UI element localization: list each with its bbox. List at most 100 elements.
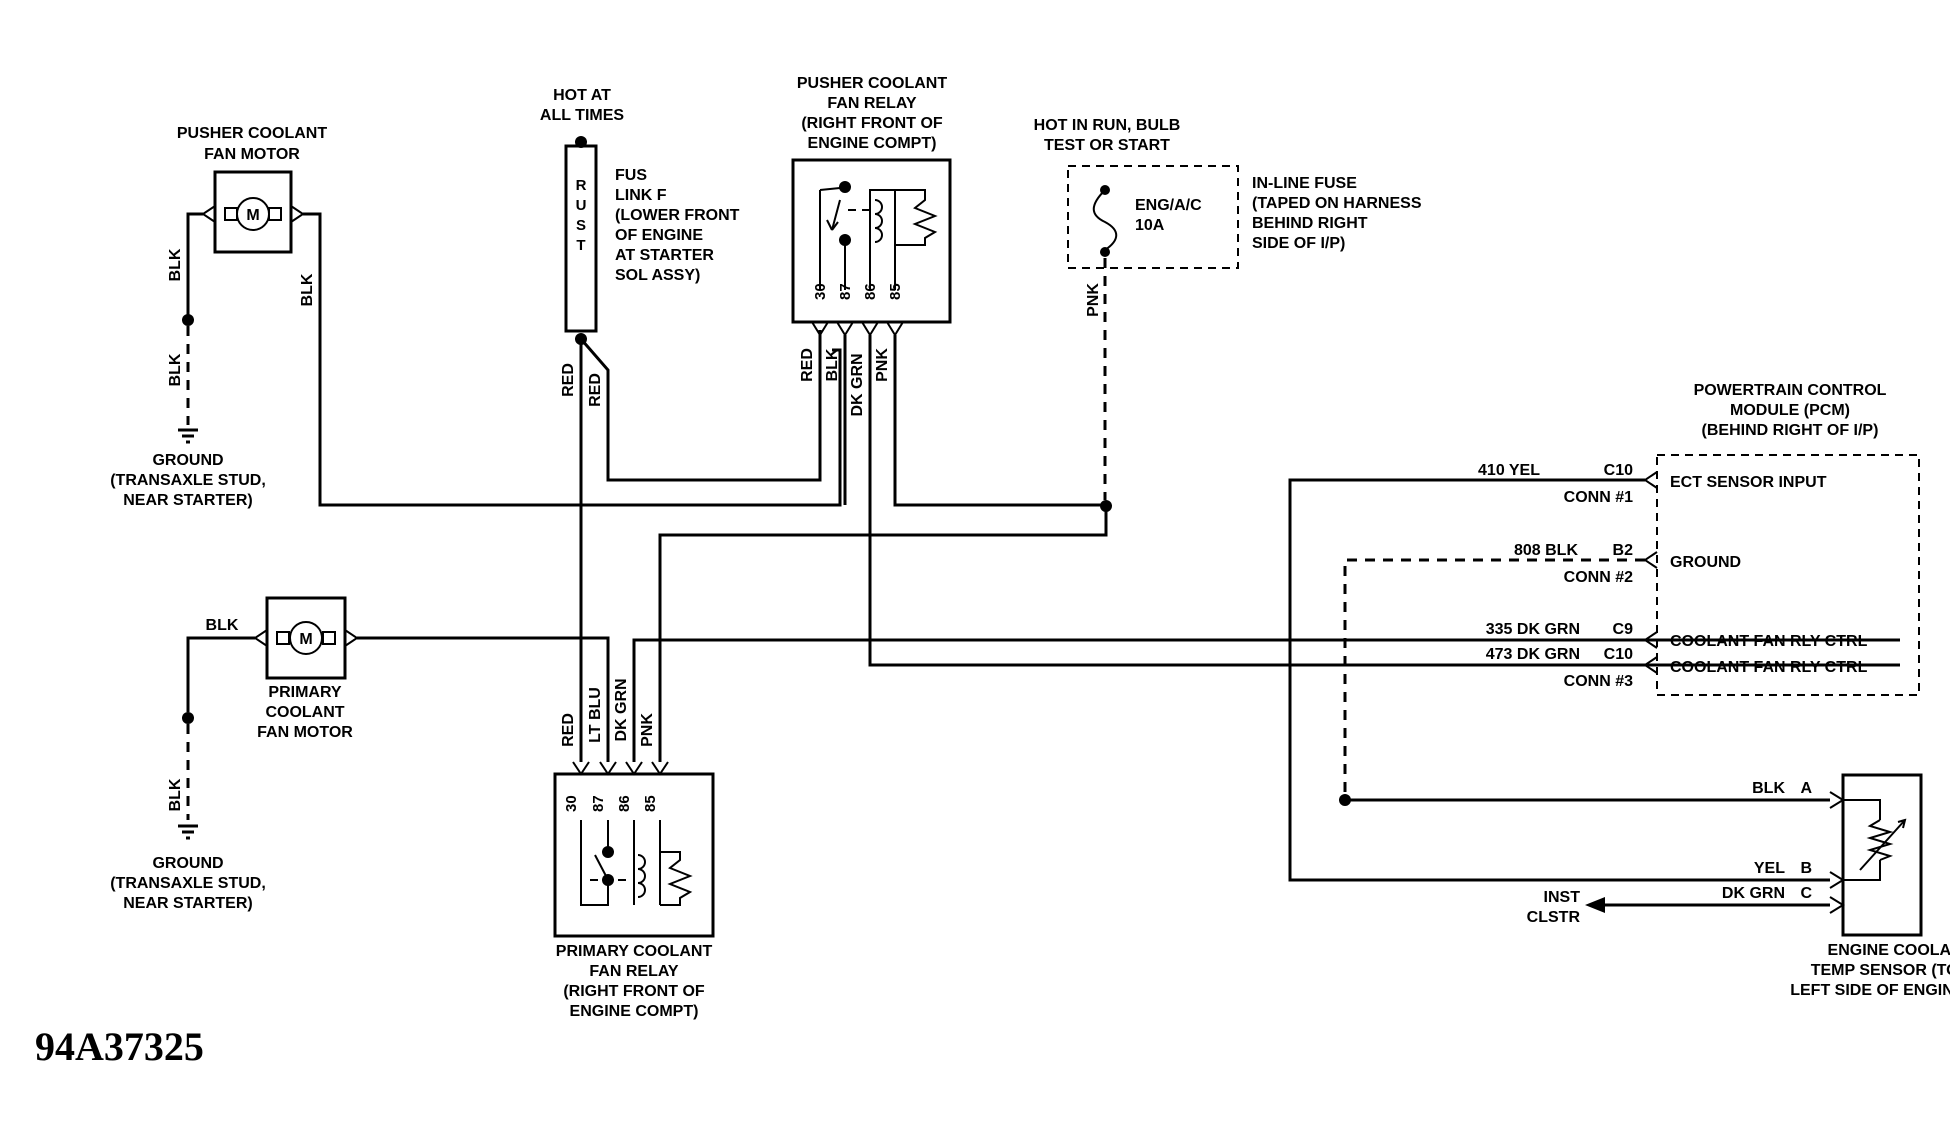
pusher-relay-pin-85: 85 bbox=[887, 283, 904, 300]
inline-fuse-name: ENG/A/C bbox=[1135, 197, 1202, 214]
inline-fuse-label-3: BEHIND RIGHT bbox=[1252, 215, 1368, 232]
pusher-relay-label-1: PUSHER COOLANT bbox=[797, 75, 947, 92]
pcm-box bbox=[1656, 454, 1920, 696]
primary-fan-motor: M PRIMARY COOLANT FAN MOTOR bbox=[253, 596, 359, 741]
ground-bottom-line3: NEAR STARTER) bbox=[123, 895, 252, 912]
inst-cluster-arrow bbox=[1585, 897, 1605, 913]
pcm-ground-blk-wire bbox=[1343, 558, 1645, 800]
conn-label-1: CONN #1 bbox=[1564, 489, 1633, 506]
wire-label-blk-6: BLK bbox=[167, 778, 184, 811]
hot-at-all-times-2: ALL TIMES bbox=[540, 107, 624, 124]
wire-label-red-2: RED bbox=[587, 373, 604, 407]
primary-relay-pin-87: 87 bbox=[590, 795, 607, 812]
hot-in-run-2: TEST OR START bbox=[1044, 137, 1170, 154]
fuslink-label-6: SOL ASSY) bbox=[615, 267, 700, 284]
primary-relay-pin-30: 30 bbox=[563, 795, 580, 812]
wire-label-410-yel: 410 YEL bbox=[1478, 462, 1540, 479]
wire-label-blk-4: BLK bbox=[824, 348, 841, 381]
wire-label-808-blk: 808 BLK bbox=[1514, 542, 1578, 559]
primary-motor-label-1: PRIMARY bbox=[268, 684, 342, 701]
pin-label-c9: C9 bbox=[1613, 621, 1634, 638]
hot-in-run-1: HOT IN RUN, BULB bbox=[1034, 117, 1181, 134]
fuslink-label-2: LINK F bbox=[615, 187, 667, 204]
ground-bottom-label: GROUND (TRANSAXLE STUD, NEAR STARTER) bbox=[110, 855, 266, 912]
wire-label-pnk-3: PNK bbox=[639, 713, 656, 747]
sensor-wire-yel: YEL bbox=[1754, 860, 1785, 877]
ground-top-line1: GROUND bbox=[152, 452, 223, 469]
pcm-label-3: (BEHIND RIGHT OF I/P) bbox=[1702, 422, 1879, 439]
inline-fuse-label-1: IN-LINE FUSE bbox=[1252, 175, 1357, 192]
primary-relay-label-2: FAN RELAY bbox=[589, 963, 679, 980]
splice-dot-gnd-top bbox=[182, 314, 194, 326]
ground-bottom-line2: (TRANSAXLE STUD, bbox=[110, 875, 266, 892]
fuslink-letter-s: S bbox=[576, 217, 586, 234]
pusher-relay-pin-86: 86 bbox=[862, 283, 879, 300]
pusher-fan-motor: PUSHER COOLANT FAN MOTOR M bbox=[177, 125, 327, 254]
ground-top-line3: NEAR STARTER) bbox=[123, 492, 252, 509]
pusher-relay-85-pnk-wire bbox=[893, 335, 1105, 507]
inline-fuse-rating: 10A bbox=[1135, 217, 1165, 234]
conn-label-2: CONN #2 bbox=[1564, 569, 1633, 586]
ground-symbol-bottom bbox=[178, 824, 198, 840]
pusher-relay-label-4: ENGINE COMPT) bbox=[808, 135, 937, 152]
red-wire-to-pusher-relay bbox=[579, 330, 822, 482]
pusher-relay-label-2: FAN RELAY bbox=[827, 95, 917, 112]
inline-fuse-label: IN-LINE FUSE (TAPED ON HARNESS BEHIND RI… bbox=[1252, 175, 1422, 252]
sensor-wire-blk: BLK bbox=[1752, 780, 1785, 797]
splice-dot-gnd-bottom bbox=[182, 712, 194, 724]
pusher-relay-box bbox=[791, 158, 952, 324]
wire-label-dkgrn-1: DK GRN bbox=[849, 353, 866, 416]
pusher-relay-internals bbox=[819, 181, 938, 290]
fusible-link-label: FUS LINK F (LOWER FRONT OF ENGINE AT STA… bbox=[615, 167, 740, 284]
pin-label-c10-1: C10 bbox=[1604, 462, 1633, 479]
wire-label-ltblu: LT BLU bbox=[587, 687, 604, 743]
wire-label-dkgrn-2: DK GRN bbox=[613, 678, 630, 741]
pcm-pin-fan-rly-ctrl-1: COOLANT FAN RLY CTRL bbox=[1670, 633, 1868, 650]
sensor-pin-a: A bbox=[1800, 780, 1812, 797]
inline-fuse-label-4: SIDE OF I/P) bbox=[1252, 235, 1345, 252]
sensor-pin-c: C bbox=[1800, 885, 1812, 902]
pin-label-c10-2: C10 bbox=[1604, 646, 1633, 663]
primary-relay-label-4: ENGINE COMPT) bbox=[570, 1003, 699, 1020]
pnk-wire-to-primary-relay bbox=[658, 506, 1108, 762]
primary-relay-label-1: PRIMARY COOLANT bbox=[556, 943, 713, 960]
wire-label-blk-5: BLK bbox=[206, 617, 239, 634]
figure-id: 94A37325 bbox=[35, 1024, 204, 1069]
pin-label-b2: B2 bbox=[1613, 542, 1634, 559]
primary-motor-ground-wire bbox=[186, 636, 255, 712]
primary-relay-pin-85: 85 bbox=[642, 795, 659, 812]
pcm-label: POWERTRAIN CONTROL MODULE (PCM) (BEHIND … bbox=[1694, 382, 1887, 439]
ground-top-label: GROUND (TRANSAXLE STUD, NEAR STARTER) bbox=[110, 452, 266, 509]
wire-label-blk-3: BLK bbox=[299, 273, 316, 306]
inst-cluster-label-2: CLSTR bbox=[1527, 909, 1581, 926]
pcm-pin-ground: GROUND bbox=[1670, 554, 1741, 571]
ect-sensor-label-1: ENGINE COOLANT bbox=[1828, 942, 1950, 959]
primary-relay-label: PRIMARY COOLANT FAN RELAY (RIGHT FRONT O… bbox=[556, 943, 713, 1020]
ect-sensor-thermistor bbox=[1843, 799, 1907, 881]
ect-input-yel-wire bbox=[1288, 478, 1830, 882]
primary-relay-box bbox=[553, 772, 715, 938]
pusher-relay-label: PUSHER COOLANT FAN RELAY (RIGHT FRONT OF… bbox=[797, 75, 947, 152]
ect-sensor-connectors bbox=[1829, 791, 1845, 914]
fuslink-letter-r: R bbox=[576, 177, 587, 194]
pusher-relay-label-3: (RIGHT FRONT OF bbox=[801, 115, 943, 132]
pusher-motor-m: M bbox=[246, 207, 259, 224]
wire-label-blk-1: BLK bbox=[167, 248, 184, 281]
wire-label-pnk-1: PNK bbox=[874, 348, 891, 382]
inline-fuse-dot-bottom bbox=[1100, 247, 1110, 257]
fusible-link-box bbox=[564, 144, 598, 333]
inline-fuse-element bbox=[1092, 189, 1118, 251]
pusher-motor-ground-wire bbox=[186, 212, 203, 318]
pusher-motor-label-1: PUSHER COOLANT bbox=[177, 125, 327, 142]
ground-symbol-top bbox=[178, 428, 198, 444]
primary-relay-label-3: (RIGHT FRONT OF bbox=[563, 983, 705, 1000]
pusher-relay-pin-87: 87 bbox=[837, 283, 854, 300]
pcm-connectors bbox=[1643, 471, 1658, 674]
ect-sensor-label-3: LEFT SIDE OF ENGINE) bbox=[1790, 982, 1950, 999]
primary-motor-ltblu-wire bbox=[357, 636, 610, 762]
pusher-relay-connectors bbox=[811, 321, 904, 337]
primary-relay-connectors bbox=[572, 761, 669, 776]
ect-sensor-label: ENGINE COOLANT TEMP SENSOR (TOP LEFT SID… bbox=[1790, 942, 1950, 999]
fuslink-letter-t: T bbox=[576, 237, 585, 254]
